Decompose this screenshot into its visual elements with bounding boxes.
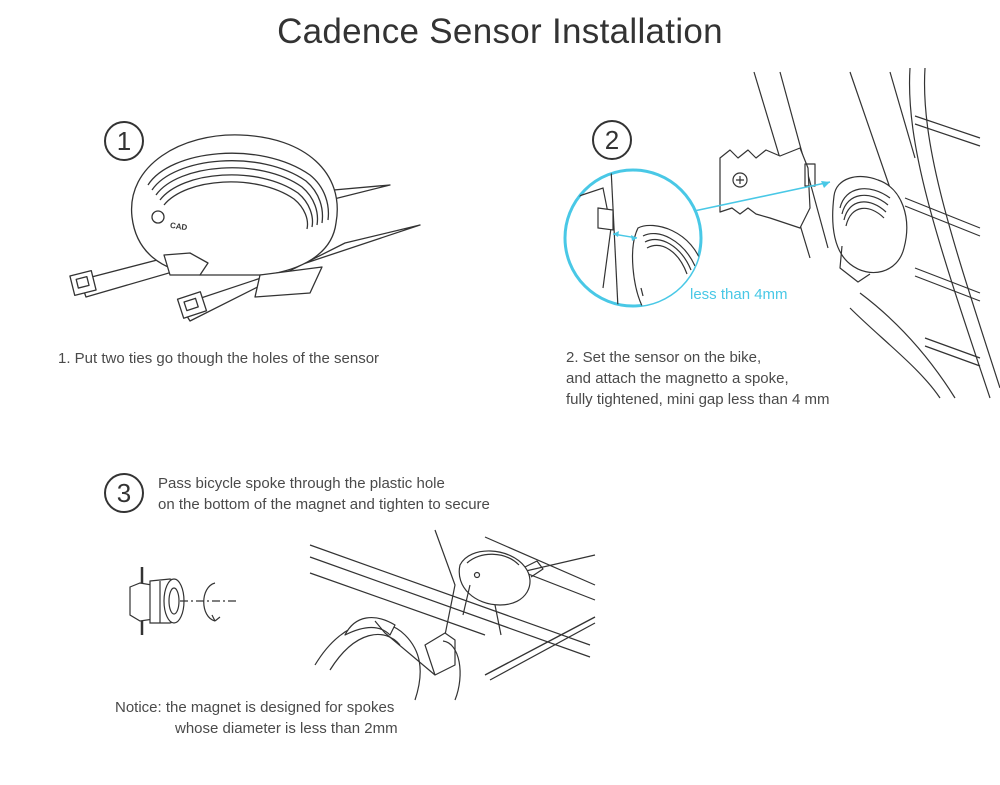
step-2-number: 2 xyxy=(592,120,632,160)
step-2-zoom-detail xyxy=(563,168,703,308)
step-3-caption: Pass bicycle spoke through the plastic h… xyxy=(158,473,490,515)
step-2-caption: 2. Set the sensor on the bike, and attac… xyxy=(566,347,829,410)
magnet-detail-illustration xyxy=(120,565,250,645)
step-3-caption-line: on the bottom of the magnet and tighten … xyxy=(158,496,490,513)
notice-line: whose diameter is less than 2mm xyxy=(175,720,398,737)
notice-line: Notice: the magnet is designed for spoke… xyxy=(115,699,395,716)
step-3-number: 3 xyxy=(104,473,144,513)
step-2-zoom-connector xyxy=(680,181,840,228)
step-1-number: 1 xyxy=(104,121,144,161)
step-1-caption: 1. Put two ties go though the holes of t… xyxy=(58,348,379,369)
step-2-caption-line: and attach the magnetto a spoke, xyxy=(566,370,789,387)
step-2-caption-line: fully tightened, mini gap less than 4 mm xyxy=(566,391,830,408)
page-title: Cadence Sensor Installation xyxy=(277,12,723,51)
gap-label: less than 4mm xyxy=(690,286,788,303)
step-2-caption-line: 2. Set the sensor on the bike, xyxy=(566,349,762,366)
step-3-caption-line: Pass bicycle spoke through the plastic h… xyxy=(158,475,445,492)
step-2-bike-frame xyxy=(740,68,1000,408)
notice-text: Notice: the magnet is designed for spoke… xyxy=(115,697,398,739)
step-3-wheel-illustration xyxy=(305,525,595,705)
step-1-illustration xyxy=(60,125,400,325)
step-1-caption-line: 1. Put two ties go though the holes of t… xyxy=(58,350,380,367)
